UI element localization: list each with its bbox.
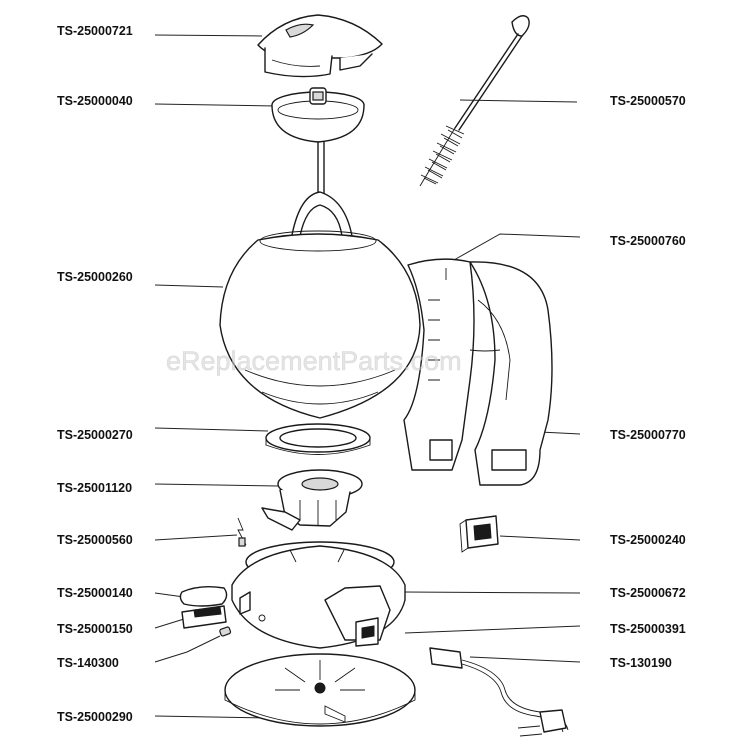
switch-drawing [181,605,227,629]
leader-lid [154,34,263,37]
leader-switch-cover [154,592,185,598]
part-labels: TS-25000721 TS-25000040 TS-25000260 TS-2… [57,24,686,724]
valve-seat-drawing [261,469,363,531]
handle-outer-drawing [469,261,553,486]
base-plate-drawing [224,653,416,727]
leader-valve-seat [154,483,279,487]
pin-drawing [219,626,232,637]
leader-lamp [404,625,581,634]
base-body-drawing [231,541,406,649]
part-label-switch: TS-25000150 [57,622,133,636]
cord-drawing [429,647,569,737]
part-label-lid: TS-25000721 [57,24,133,38]
watermark-text: eReplacementParts.com [166,346,462,376]
globe-drawing [219,191,421,419]
gasket-drawing [265,423,371,455]
lamp-drawing [355,617,379,647]
leader-base-body [402,591,581,594]
switch-cover-drawing [179,585,228,607]
part-label-globe: TS-25000260 [57,270,133,284]
part-label-gasket: TS-25000270 [57,428,133,442]
leader-handle-inner [453,233,581,261]
leader-socket [499,535,581,541]
small-spring-drawing [237,517,247,547]
leader-lines [154,34,581,719]
handle-inner-drawing [403,258,475,471]
part-label-handle-outer: TS-25000770 [610,428,686,442]
leader-switch [154,618,185,629]
part-label-valve-seat: TS-25001120 [57,481,132,495]
part-label-handle-inner: TS-25000760 [610,234,686,248]
leader-pin [154,635,221,663]
part-label-brush: TS-25000570 [610,94,686,108]
leader-gasket [154,427,269,432]
part-label-socket: TS-25000240 [610,533,686,547]
part-label-cord: TS-130190 [610,656,672,670]
part-label-base-plate: TS-25000290 [57,710,133,724]
part-label-pin: TS-140300 [57,656,119,670]
filter-holder-drawing [271,87,365,199]
lid-drawing [257,14,383,78]
part-label-base-body: TS-25000672 [610,586,686,600]
leader-handle-outer [539,431,581,435]
socket-drawing [459,515,499,553]
part-label-switch-cover: TS-25000140 [57,586,133,600]
leader-filter-holder [154,103,276,107]
leader-small-spring [154,534,238,541]
part-label-filter-holder: TS-25000040 [57,94,133,108]
part-label-small-spring: TS-25000560 [57,533,133,547]
leader-base-plate [154,715,273,719]
brush-drawing [419,15,530,187]
leader-cord [469,656,581,663]
part-label-lamp: TS-25000391 [610,622,686,636]
leader-globe [154,284,224,288]
